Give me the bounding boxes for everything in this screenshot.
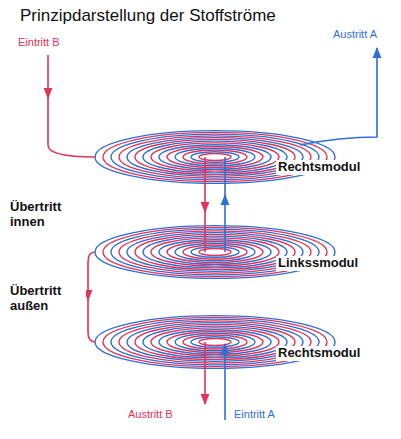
spiral-winding: [175, 148, 255, 166]
spiral-winding: [183, 245, 247, 259]
spiral-winding: [199, 338, 231, 345]
spiral-winding: [175, 333, 255, 351]
flow-arrow: [300, 48, 377, 145]
flow-arrow: [47, 55, 49, 98]
flow-label: Austritt B: [128, 408, 173, 421]
flow-line: [224, 157, 226, 197]
module-label: Rechtsmodul: [276, 346, 362, 361]
transfer-label: Übertritt außen: [8, 284, 86, 314]
spiral-winding: [159, 240, 271, 265]
spiral-winding: [143, 141, 287, 173]
flow-arrow: [204, 342, 206, 404]
spiral-winding: [167, 146, 263, 167]
spiral-winding: [191, 337, 239, 348]
spiral-winding: [135, 324, 295, 359]
spiral-winding: [159, 330, 271, 355]
module-label: Linkssmodul: [276, 256, 360, 271]
transfer-label: Übertritt innen: [8, 200, 86, 230]
spiral-winding: [151, 328, 279, 356]
spiral-winding: [183, 150, 247, 164]
flow-arrow: [88, 252, 95, 300]
diagram-title: Prinzipdarstellung der Stoffströme: [20, 6, 276, 26]
spiral-winding: [151, 238, 279, 266]
spiral-winding: [151, 143, 279, 171]
flow-label: Austritt A: [333, 28, 377, 41]
spiral-winding: [143, 326, 287, 358]
spiral-winding: [159, 145, 271, 170]
flow-label: Eintritt A: [234, 408, 275, 421]
spiral-winding: [191, 152, 239, 163]
spiral-winding: [199, 153, 231, 160]
flow-line: [204, 210, 206, 252]
flow-line: [88, 298, 95, 342]
flow-arrow: [204, 157, 206, 212]
spiral-winding: [183, 335, 247, 349]
flow-line: [48, 96, 95, 157]
flow-label: Eintritt B: [18, 36, 60, 49]
spiral-winding: [199, 248, 231, 255]
spiral-winding: [135, 234, 295, 269]
spiral-winding: [167, 331, 263, 352]
spiral-winding: [175, 243, 255, 261]
flow-arrow: [224, 344, 226, 420]
spiral-winding: [191, 247, 239, 258]
spiral-winding: [167, 241, 263, 262]
spiral-winding: [95, 131, 335, 184]
spiral-winding: [143, 236, 287, 268]
module-label: Rechtsmodul: [276, 160, 362, 175]
flow-arrow: [224, 195, 226, 252]
spiral-winding: [135, 139, 295, 174]
